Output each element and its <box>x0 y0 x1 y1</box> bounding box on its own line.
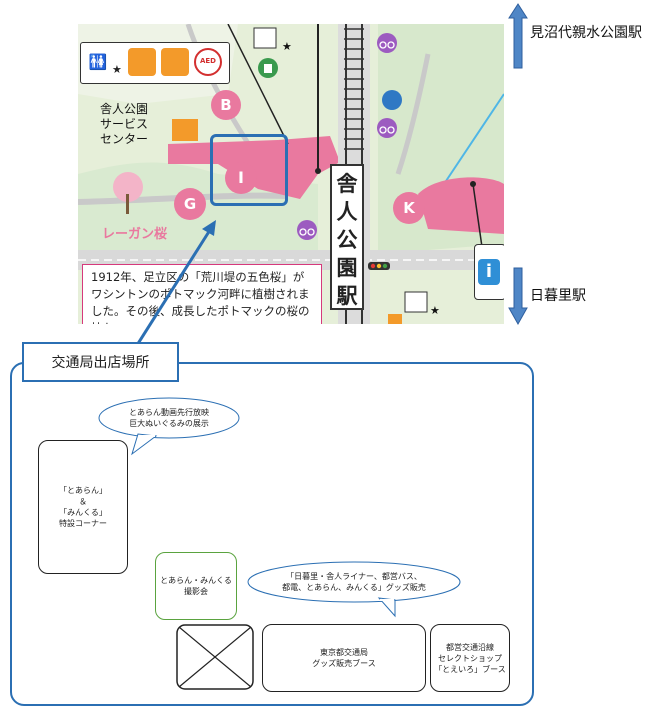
venue-highlight-box <box>210 134 288 206</box>
star-icon: ★ <box>112 63 122 76</box>
speech-bubble-goods <box>247 561 461 618</box>
svg-text:★: ★ <box>430 304 440 317</box>
special-corner-booth: 「とあらん」 ＆ 「みんくる」 特設コーナー <box>38 440 128 574</box>
service-center-building <box>172 119 198 141</box>
toilet-icon-bottom <box>404 291 428 313</box>
sakura-label: レーガン桜 <box>102 227 168 242</box>
goods-sales-booth: 東京都交通局 グッズ販売ブース <box>262 624 426 692</box>
select-shop-booth: 都営交通沿線 セレクトショップ 「とえいろ」ブース <box>430 624 510 692</box>
toilet-icon: 🚻 <box>88 53 108 71</box>
stream-line <box>443 93 504 185</box>
marker-b: B <box>211 90 241 120</box>
baby-bottle-icon <box>128 48 156 76</box>
info-icon: i <box>478 259 500 285</box>
north-arrow-icon <box>508 3 528 69</box>
diaper-change-icon <box>161 48 189 76</box>
venue-layout-frame <box>10 362 534 706</box>
sakura-info-panel: 1912年、足立区の「荒川堤の五色桜」がワシントンのポトマック河畔に植樹されまし… <box>82 264 322 324</box>
facility-icon-strip: 🚻 AED ★ <box>80 42 230 84</box>
speech-bubble-top <box>98 397 240 456</box>
venue-title: 交通局出店場所 <box>22 342 179 382</box>
service-center-label: 舎人公園 サービス センター <box>100 102 149 146</box>
info-marker: i <box>474 244 504 300</box>
marker-k: K <box>393 192 425 224</box>
north-station-label: 見沼代親水公園駅 <box>530 25 642 41</box>
sakura-tree <box>113 172 143 202</box>
bubble-top-text: とあらん動画先行放映 巨大ぬいぐるみの展示 <box>129 408 209 428</box>
park-map: ★ ★ 🚻 AED ★ 舎人公園 サービス センター レーガン桜 B I G K… <box>78 24 504 324</box>
station-name-sign: 舎 人 公 園 駅 <box>330 164 364 310</box>
unavailable-booth <box>176 624 254 690</box>
marker-g: G <box>174 188 206 220</box>
south-station-label: 日暮里駅 <box>530 288 586 304</box>
bubble-goods-text: 「日暮里・舎人ライナー、都営バス、 都電、とあらん、みんくる」グッズ販売 <box>282 572 426 592</box>
photo-session-booth: とあらん・みんくる 撮影会 <box>155 552 237 620</box>
toilet-icon-top <box>253 27 277 49</box>
south-arrow-icon <box>508 267 528 326</box>
pink-plaza-east <box>418 177 504 234</box>
svg-text:★: ★ <box>282 40 292 53</box>
marker-i: I <box>225 162 257 194</box>
aed-icon: AED <box>194 48 222 76</box>
